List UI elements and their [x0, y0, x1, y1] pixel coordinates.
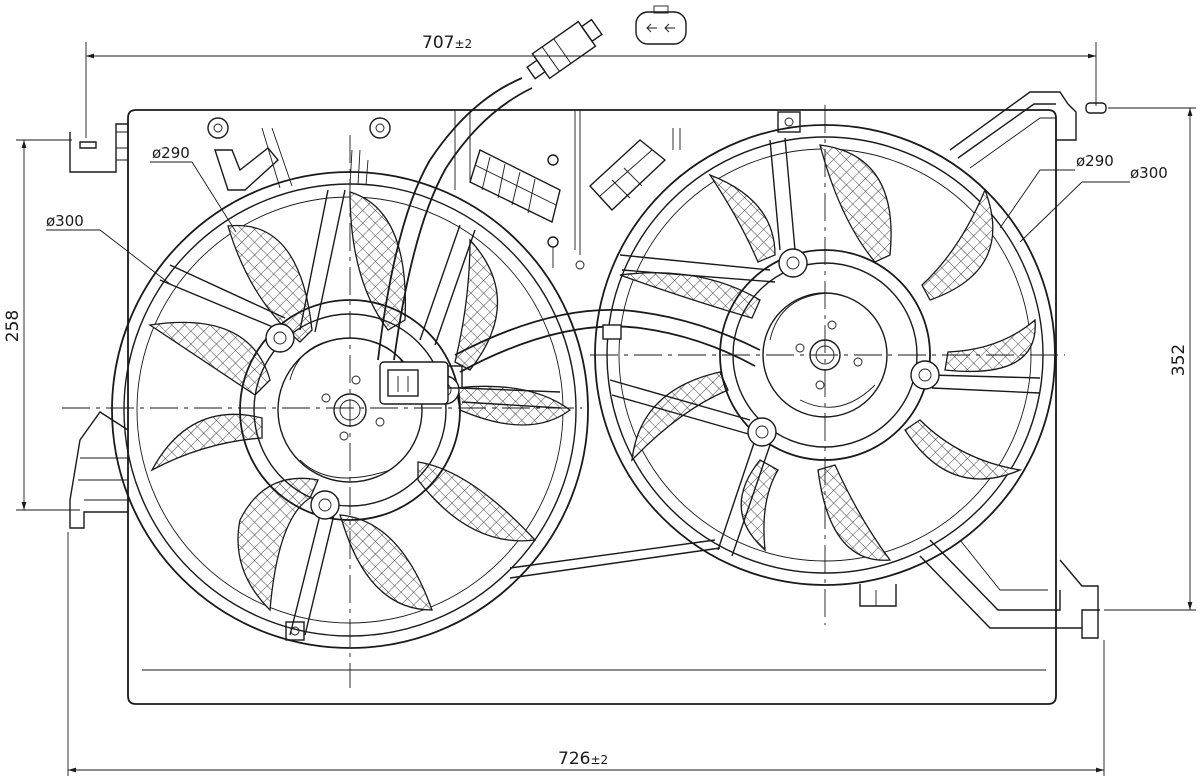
left-fan-blades	[148, 191, 572, 612]
dimension-labels: 707±2 726±2 258 352 ø290 ø300 ø290 ø300	[3, 33, 1189, 769]
dimension-lines	[16, 42, 1196, 776]
motor-connector	[379, 361, 463, 405]
left-height-label: 258	[3, 310, 23, 342]
connector-pin-icon	[635, 5, 687, 45]
right-fan-blades	[619, 144, 1036, 561]
right-height-label: 352	[1169, 344, 1189, 376]
shroud-frame	[69, 91, 1107, 705]
left-fan-outer-diameter: ø300	[46, 212, 84, 230]
right-fan-inner-diameter: ø290	[1076, 152, 1114, 170]
right-fan-outer-diameter: ø300	[1130, 164, 1168, 182]
left-fan-inner-diameter: ø290	[152, 144, 190, 162]
centre-lines	[62, 105, 1065, 688]
bottom-width-label: 726±2	[558, 749, 608, 769]
left-fan	[111, 171, 589, 649]
top-width-label: 707±2	[422, 33, 472, 53]
harness-connector	[526, 18, 603, 80]
wiring-harness	[349, 18, 761, 405]
